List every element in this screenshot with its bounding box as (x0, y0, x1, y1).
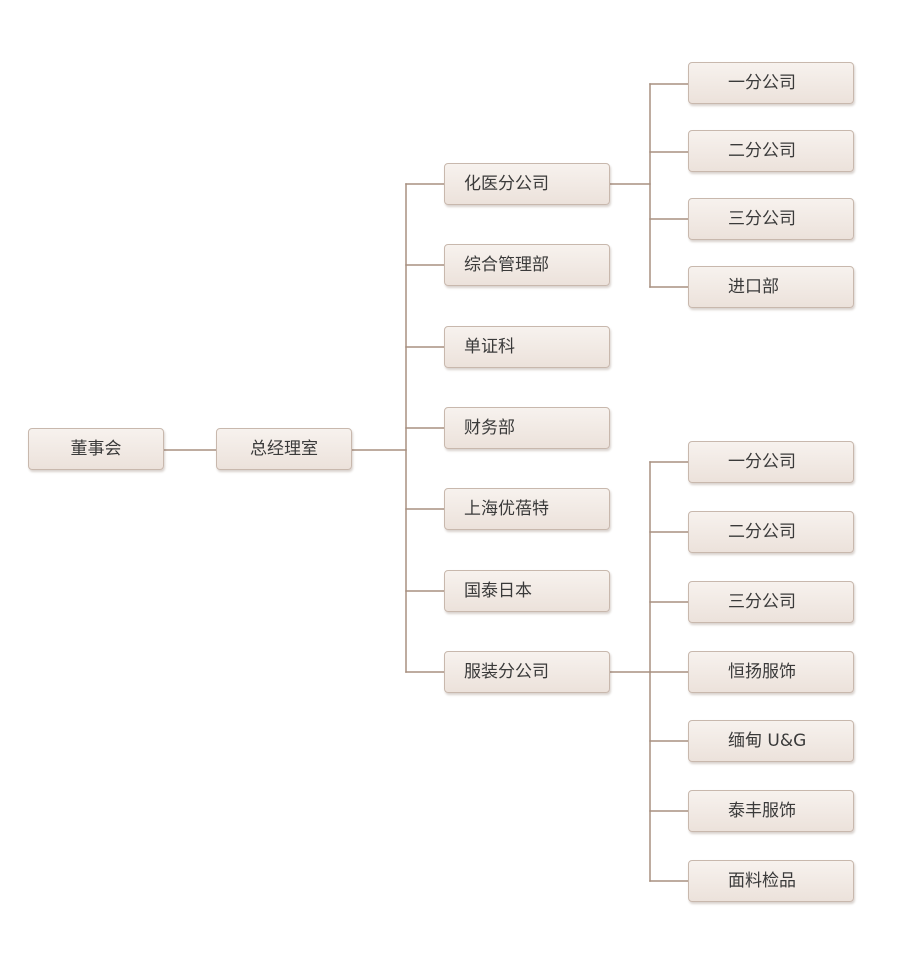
node-garment-unit: 二分公司 (688, 511, 854, 553)
node-chemical-unit: 进口部 (688, 266, 854, 308)
node-department: 综合管理部 (444, 244, 610, 286)
node-board: 董事会 (28, 428, 164, 470)
node-garment-unit: 泰丰服饰 (688, 790, 854, 832)
node-department: 单证科 (444, 326, 610, 368)
node-garment-unit: 一分公司 (688, 441, 854, 483)
node-garment-unit: 缅甸 U&G (688, 720, 854, 762)
node-chemical-unit: 二分公司 (688, 130, 854, 172)
node-chemical-unit: 一分公司 (688, 62, 854, 104)
node-general-manager-office: 总经理室 (216, 428, 352, 470)
node-department: 国泰日本 (444, 570, 610, 612)
node-department: 服装分公司 (444, 651, 610, 693)
node-chemical-unit: 三分公司 (688, 198, 854, 240)
node-garment-unit: 面料检品 (688, 860, 854, 902)
node-department: 化医分公司 (444, 163, 610, 205)
node-garment-unit: 恒扬服饰 (688, 651, 854, 693)
node-department: 财务部 (444, 407, 610, 449)
node-department: 上海优蓓特 (444, 488, 610, 530)
node-garment-unit: 三分公司 (688, 581, 854, 623)
